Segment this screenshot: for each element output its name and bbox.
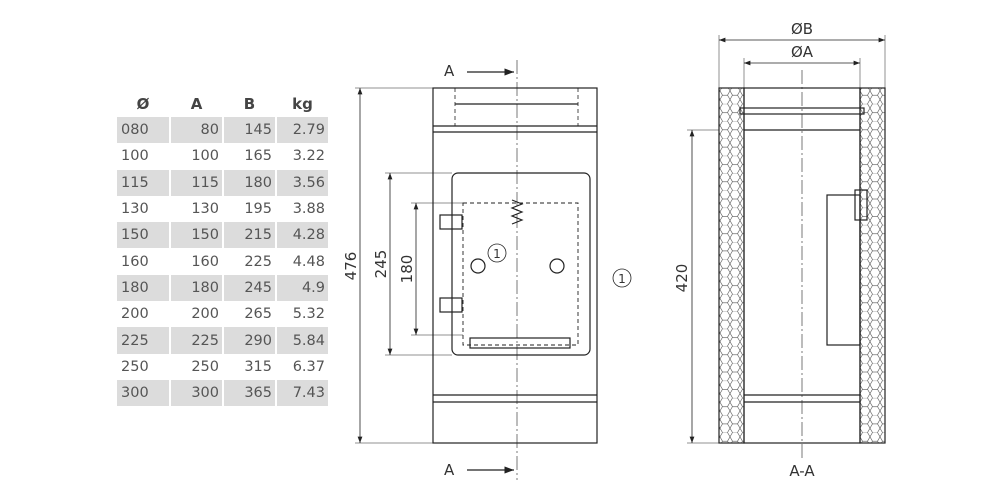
dim-total-height: 476 (342, 252, 360, 281)
col-header-b: B (243, 94, 256, 113)
cell-kg: 4.9 (277, 274, 328, 302)
section-mark-top: A (444, 62, 455, 80)
cell-diameter: 160 (121, 253, 149, 270)
dim-door-outer: 245 (372, 250, 390, 279)
table-row: 200 200 265 5.32 (117, 301, 328, 327)
section-mark-bottom: A (444, 461, 455, 479)
cell-a: 200 (191, 306, 219, 323)
cell-b: 180 (224, 169, 275, 196)
cell-b: 290 (224, 327, 275, 354)
label-outer: 1 (618, 272, 626, 286)
cell-kg: 2.79 (277, 117, 328, 144)
cell-diameter: 150 (117, 222, 169, 249)
cell-b: 315 (244, 358, 272, 375)
label-inner: 1 (493, 247, 501, 261)
cell-kg: 3.56 (277, 169, 328, 196)
cell-b: 265 (244, 306, 272, 323)
cell-b: 225 (244, 253, 272, 270)
col-header-a: A (190, 94, 203, 113)
dim-inner-diameter: ØA (791, 43, 814, 61)
cell-diameter: 200 (121, 306, 149, 323)
table-row: 160 160 225 4.48 (117, 248, 328, 274)
cell-b: 365 (224, 379, 275, 407)
dim-outer-diameter: ØB (791, 20, 813, 38)
cell-diameter: 115 (117, 169, 169, 196)
cell-kg: 3.88 (292, 201, 325, 218)
cell-diameter: 080 (117, 117, 169, 144)
cell-a: 150 (171, 222, 222, 249)
cell-diameter: 130 (121, 201, 149, 218)
cell-kg: 4.28 (277, 222, 328, 249)
cell-diameter: 300 (117, 379, 169, 407)
cell-a: 130 (191, 201, 219, 218)
cell-a: 250 (191, 358, 219, 375)
cell-b: 195 (244, 201, 272, 218)
table-row: 130 130 195 3.88 (117, 196, 328, 222)
cell-kg: 4.48 (292, 253, 325, 270)
cell-a: 115 (171, 169, 222, 196)
cell-kg: 7.43 (277, 379, 328, 407)
cell-b: 165 (244, 148, 272, 165)
dim-section-height: 420 (673, 264, 691, 293)
front-view (355, 60, 632, 480)
cell-a: 300 (171, 379, 222, 407)
cell-kg: 3.22 (292, 148, 325, 165)
cell-b: 245 (224, 274, 275, 302)
cell-a: 160 (191, 253, 219, 270)
cell-diameter: 250 (121, 358, 149, 375)
cell-b: 145 (224, 117, 275, 144)
col-header-diameter: Ø (136, 94, 150, 113)
section-title: A-A (789, 462, 815, 480)
cell-diameter: 225 (117, 327, 169, 354)
cell-kg: 5.32 (292, 306, 325, 323)
table-row: 250 250 315 6.37 (117, 354, 328, 380)
cell-a: 180 (171, 274, 222, 302)
col-header-kg: kg (292, 94, 313, 113)
section-view (687, 35, 886, 460)
cell-b: 215 (224, 222, 275, 249)
cell-kg: 6.37 (292, 358, 325, 375)
cell-kg: 5.84 (277, 327, 328, 354)
cell-diameter: 180 (117, 274, 169, 302)
cell-diameter: 100 (121, 148, 149, 165)
table-row: 100 100 165 3.22 (117, 143, 328, 169)
cell-a: 80 (171, 117, 222, 144)
dim-door-inner: 180 (398, 255, 416, 284)
cell-a: 100 (191, 148, 219, 165)
cell-a: 225 (171, 327, 222, 354)
